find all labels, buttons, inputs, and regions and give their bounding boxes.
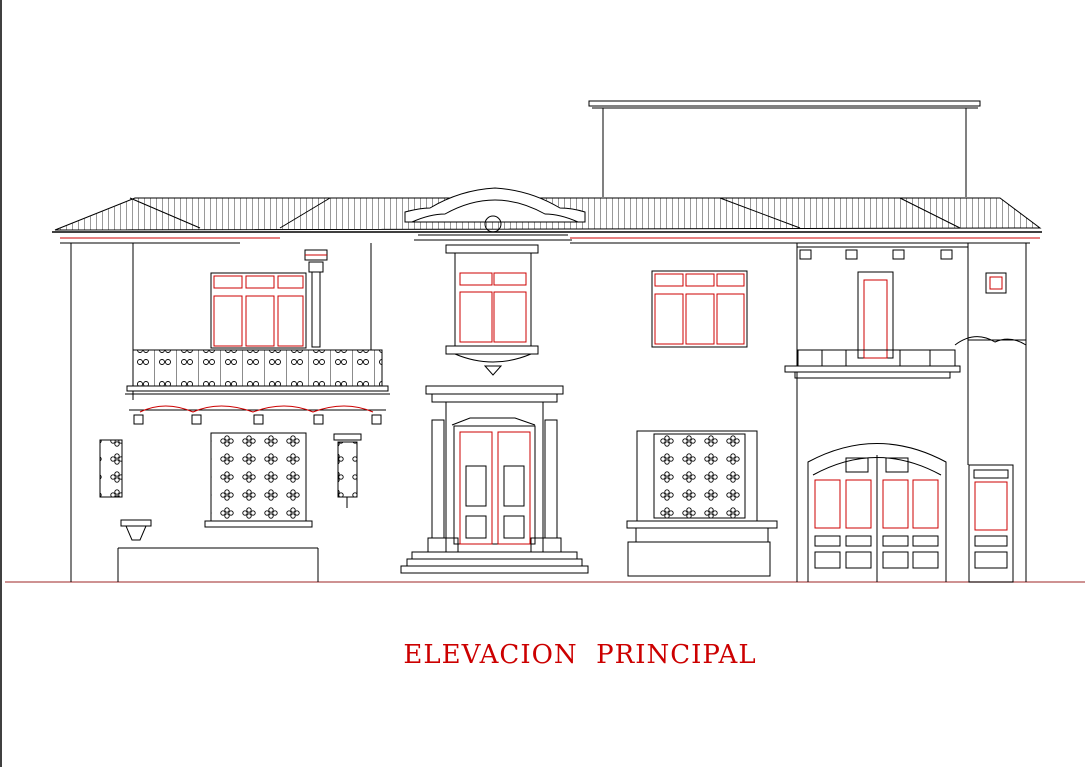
main-entrance-door (400, 385, 589, 574)
left-grille-window (117, 432, 319, 582)
small-square-window (985, 272, 1007, 294)
drawing-title: ELEVACION PRINCIPAL (403, 640, 757, 670)
service-door (968, 464, 1014, 583)
wall-lantern (333, 433, 362, 508)
wall-niche-left (99, 439, 152, 541)
right-upper-balcony (784, 242, 969, 379)
arched-garage-door (807, 443, 947, 582)
small-square-window-inner (989, 276, 1003, 290)
center-right-upper-window (651, 270, 748, 348)
center-right-grille-window (626, 430, 778, 577)
left-balcony (125, 349, 390, 425)
pediment-crest (404, 187, 586, 241)
wall-outline (70, 243, 1027, 582)
loggia-column (304, 249, 328, 348)
central-bay-window (445, 244, 539, 376)
upper-tower (588, 100, 981, 197)
left-upper-window (210, 272, 307, 349)
